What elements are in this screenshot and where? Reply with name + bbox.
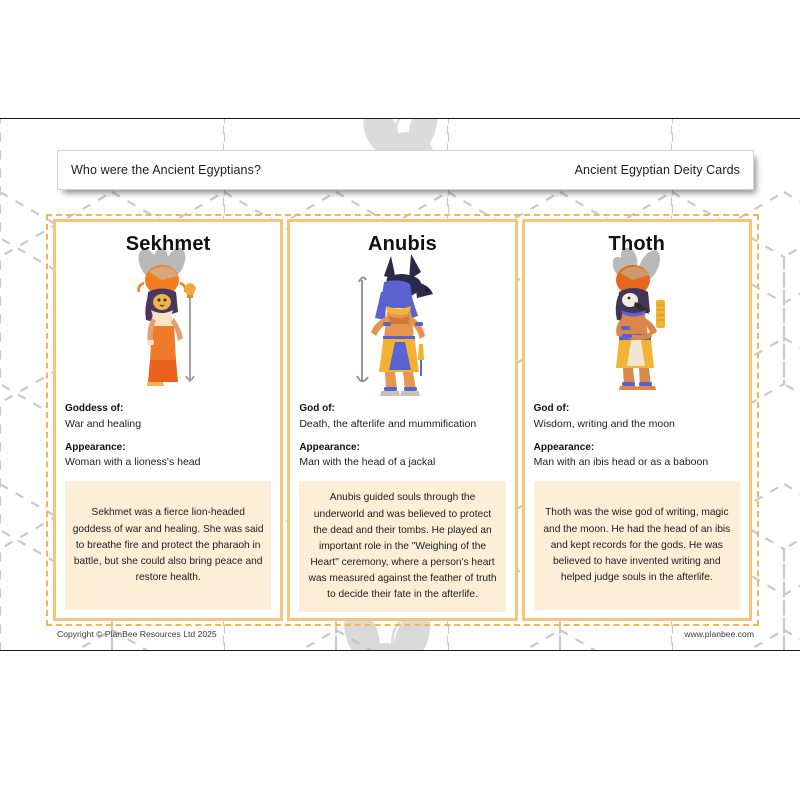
thoth-facts: God of: Wisdom, writing and the moon App… bbox=[534, 402, 740, 470]
appearance-label: Appearance: bbox=[299, 441, 360, 453]
deity-name: Thoth bbox=[608, 233, 666, 255]
lesson-question-title: Who were the Ancient Egyptians? bbox=[71, 163, 262, 177]
copyright-text: Copyright © PlanBee Resources Ltd 2025 bbox=[57, 629, 217, 639]
appearance-value: Woman with a lioness's head bbox=[65, 456, 201, 469]
anubis-figure-icon bbox=[299, 248, 505, 398]
domain-value: Wisdom, writing and the moon bbox=[533, 417, 675, 430]
anubis-fact-box: Anubis guided souls through the underwor… bbox=[299, 481, 506, 613]
page-footer: Copyright © PlanBee Resources Ltd 2025 w… bbox=[57, 629, 754, 639]
deity-cards-container: Sekhmet bbox=[46, 214, 759, 626]
appearance-label: Appearance: bbox=[533, 441, 595, 453]
fact-text: Sekhmet was a fierce lion-headed goddess… bbox=[72, 507, 264, 583]
appearance-label: Appearance: bbox=[65, 441, 126, 453]
domain-label: God of: bbox=[299, 403, 335, 414]
resource-title: Ancient Egyptian Deity Cards bbox=[574, 163, 740, 177]
domain-label: God of: bbox=[533, 403, 570, 414]
deity-card-sekhmet[interactable]: Sekhmet bbox=[53, 219, 284, 621]
website-link[interactable]: www.planbee.com bbox=[684, 629, 754, 639]
sekhmet-fact-box: Sekhmet was a fierce lion-headed goddess… bbox=[65, 481, 272, 610]
fact-text: Thoth was the wise god of writing, magic… bbox=[543, 507, 731, 583]
thoth-figure-icon bbox=[534, 248, 740, 398]
appearance-value: Man with the head of a jackal bbox=[299, 456, 436, 469]
deity-name: Sekhmet bbox=[125, 233, 211, 255]
deity-card-thoth[interactable]: Thoth bbox=[521, 219, 752, 621]
appearance-value: Man with an ibis head or as a baboon bbox=[533, 456, 709, 469]
header-bar: Who were the Ancient Egyptians? Ancient … bbox=[57, 150, 754, 190]
fact-text: Anubis guided souls through the underwor… bbox=[308, 492, 497, 601]
anubis-facts: God of: Death, the afterlife and mummifi… bbox=[299, 402, 505, 470]
sekhmet-facts: Goddess of: War and healing Appearance: … bbox=[65, 402, 271, 470]
domain-value: War and healing bbox=[65, 417, 142, 430]
deity-card-anubis[interactable]: Anubis bbox=[287, 219, 518, 621]
thoth-fact-box: Thoth was the wise god of writing, magic… bbox=[533, 481, 740, 610]
deity-name: Anubis bbox=[368, 233, 437, 255]
sekhmet-figure-icon bbox=[65, 248, 271, 398]
domain-value: Death, the afterlife and mummification bbox=[299, 417, 477, 430]
domain-label: Goddess of: bbox=[65, 403, 124, 414]
